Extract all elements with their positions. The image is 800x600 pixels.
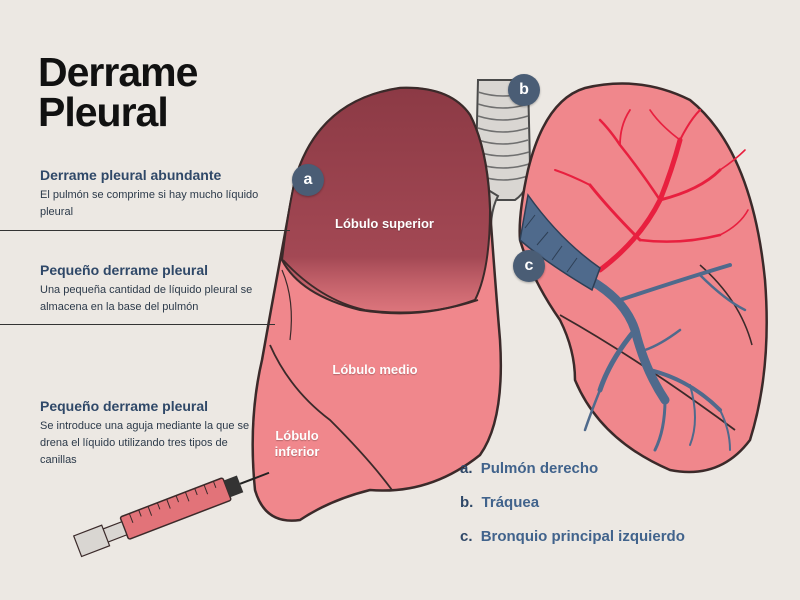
legend-letter: c. (460, 528, 473, 545)
marker-b: b (508, 74, 540, 106)
lobe-label-superior: Lóbulo superior (335, 216, 434, 231)
note-drainage: Pequeño derrame pleural Se introduce una… (40, 398, 255, 469)
left-lung (518, 82, 768, 474)
legend-item: a. Pulmón derecho (460, 460, 685, 488)
legend-name: Pulmón derecho (480, 460, 599, 477)
note-heading: Pequeño derrame pleural (40, 398, 209, 414)
lobe-label-medio: Lóbulo medio (332, 362, 418, 377)
legend-name: Bronquio principal izquierdo (480, 528, 685, 545)
divider (0, 230, 290, 231)
legend-letter: a. (460, 460, 473, 477)
syringe (72, 471, 270, 558)
divider (0, 324, 275, 325)
legend: a. Pulmón derecho b. Tráquea c. Bronquio… (460, 460, 685, 562)
lobe-label-inferior: Lóbulo inferior (262, 428, 332, 460)
title-line-1: Derrame (38, 49, 198, 95)
note-heading: Pequeño derrame pleural (40, 262, 209, 278)
title-line-2: Pleural (38, 89, 169, 135)
legend-item: c. Bronquio principal izquierdo (460, 528, 685, 556)
lobe-label-inferior-line-1: Lóbulo (275, 428, 319, 443)
note-large-effusion: Derrame pleural abundante El pulmón se c… (40, 167, 275, 221)
note-heading: Derrame pleural abundante (40, 167, 222, 183)
legend-letter: b. (460, 494, 474, 511)
note-text: Se introduce una aguja mediante la que s… (40, 420, 250, 466)
note-text: El pulmón se comprime si hay mucho líqui… (40, 189, 259, 218)
marker-c: c (513, 250, 545, 282)
note-small-effusion: Pequeño derrame pleural Una pequeña cant… (40, 262, 275, 316)
page-title: Derrame Pleural (38, 49, 198, 135)
right-lung (251, 86, 503, 522)
note-text: Una pequeña cantidad de líquido pleural … (40, 284, 253, 313)
lobe-label-inferior-line-2: inferior (274, 444, 320, 459)
legend-name: Tráquea (481, 494, 540, 511)
legend-item: b. Tráquea (460, 494, 685, 522)
marker-a: a (292, 164, 324, 196)
